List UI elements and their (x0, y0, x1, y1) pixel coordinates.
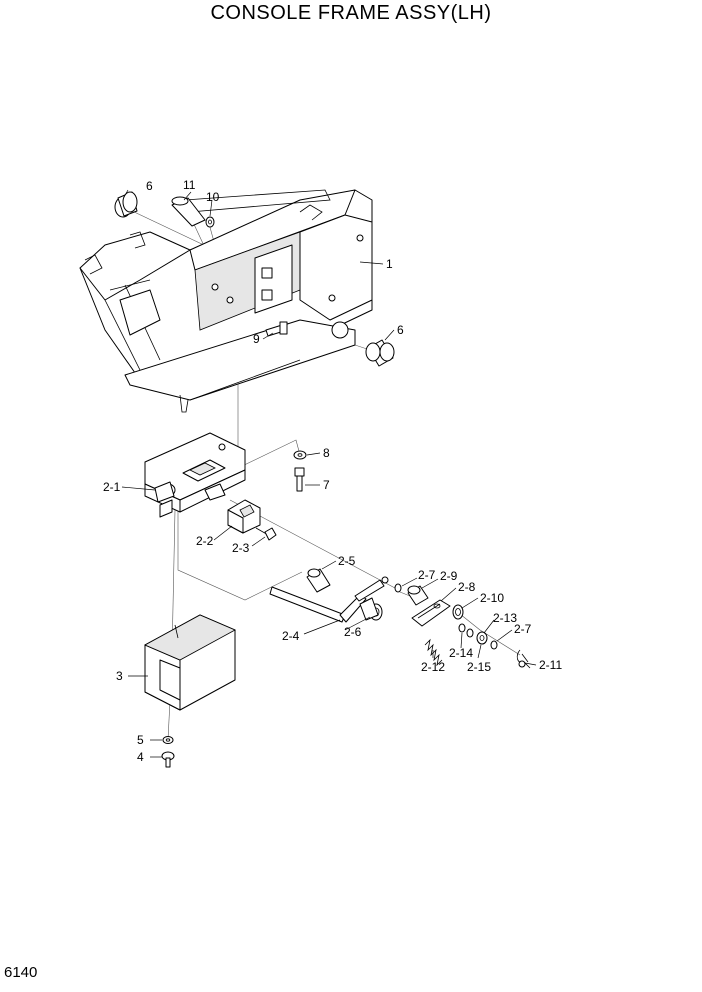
callout-2-6: 2-6 (344, 625, 362, 639)
callout-4: 4 (137, 750, 144, 764)
callout-2-1: 2-1 (103, 480, 121, 494)
washer-8 (293, 450, 307, 460)
callout-2-3: 2-3 (232, 541, 250, 555)
washer-10 (205, 216, 215, 228)
page-title: CONSOLE FRAME ASSY(LH) (210, 2, 492, 24)
callout-2-11: 2-11 (539, 658, 562, 672)
callout-2-15: 2-15 (467, 660, 491, 674)
callout-2-4: 2-4 (282, 629, 300, 643)
callout-2-7-upper: 2-7 (418, 568, 436, 582)
collar-2-9 (407, 585, 429, 606)
callout-7: 7 (323, 478, 330, 492)
callout-2-14: 2-14 (449, 646, 473, 660)
ring-2-6 (359, 597, 383, 621)
callout-2-7-lower: 2-7 (514, 622, 532, 636)
link-plate-2-8 (411, 599, 451, 627)
bolt-4 (161, 751, 175, 768)
callout-11: 11 (183, 178, 196, 192)
callout-2-12: 2-12 (421, 660, 445, 674)
callout-5: 5 (137, 733, 144, 747)
leader-lines (121, 189, 537, 758)
switch-block-2-2 (227, 499, 261, 534)
callout-6-top: 6 (146, 179, 153, 193)
page-number: 6140 (4, 964, 38, 981)
callout-3: 3 (116, 669, 123, 683)
callout-1: 1 (386, 257, 393, 271)
callout-2-2: 2-2 (196, 534, 214, 548)
bracket-2-1 (144, 432, 246, 518)
spring-2-12 (424, 638, 443, 667)
console-frame (79, 189, 373, 413)
callout-2-9: 2-9 (440, 569, 458, 583)
bolt-9 (265, 321, 288, 337)
callout-10: 10 (206, 190, 220, 204)
lever-rod-2-4 (269, 576, 389, 623)
pin-11 (171, 196, 206, 227)
bushing-top (114, 191, 138, 218)
bolt-7 (294, 467, 305, 492)
washers-2-13-2-14-2-15 (458, 623, 498, 650)
clip-2-11 (516, 649, 531, 669)
sleeve-2-5 (306, 568, 331, 593)
callout-2-13: 2-13 (493, 611, 517, 625)
ring-2-7-upper (394, 583, 402, 593)
callout-9: 9 (253, 332, 260, 346)
callout-6-bottom: 6 (397, 323, 404, 337)
bushing-bottom (365, 339, 395, 367)
callout-labels: 1 6 11 10 6 9 8 7 2-1 2-2 2-3 2-5 2-4 2-… (103, 178, 562, 764)
washer-5 (162, 736, 174, 744)
callout-2-5: 2-5 (338, 554, 356, 568)
ring-2-10 (452, 604, 464, 620)
callout-8: 8 (323, 446, 330, 460)
callout-2-8: 2-8 (458, 580, 476, 594)
screw-2-3 (255, 527, 277, 541)
callout-2-10: 2-10 (480, 591, 504, 605)
cover-3 (144, 614, 236, 711)
